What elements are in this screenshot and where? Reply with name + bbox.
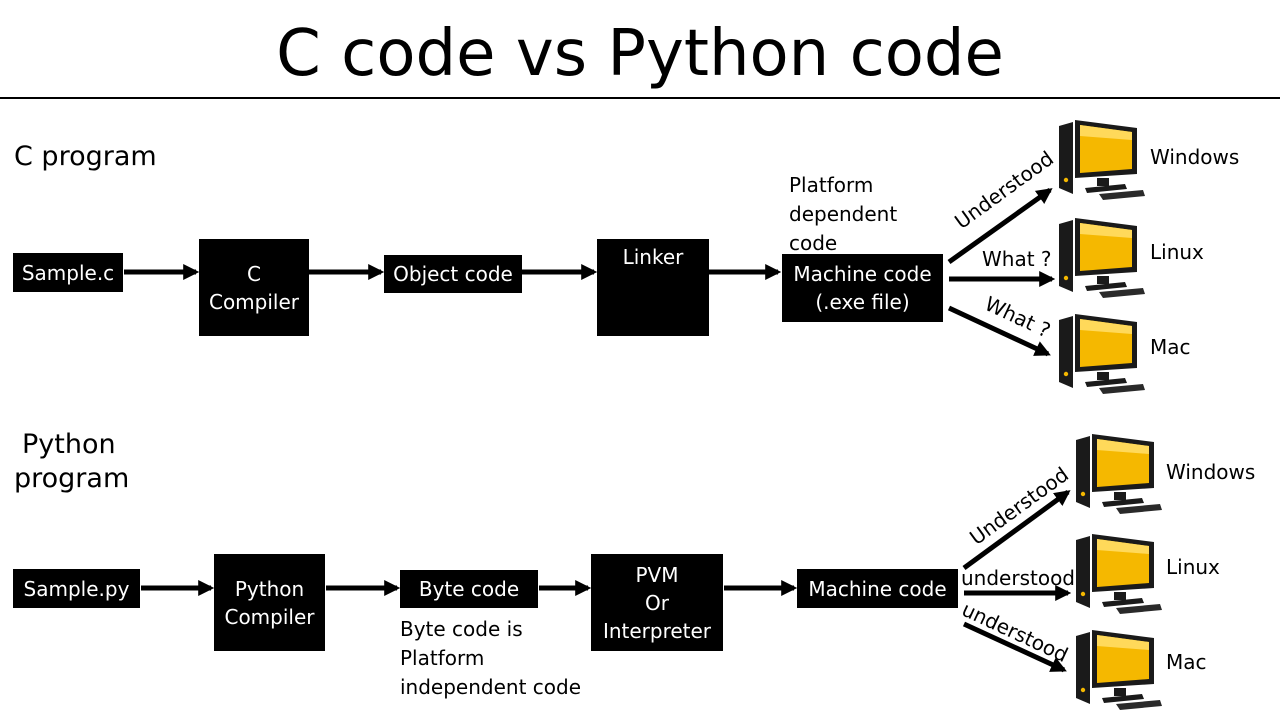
py-os-mac: Mac (1166, 650, 1207, 674)
linker-box: Linker (597, 239, 709, 336)
c-compiler-label-line1: C (247, 261, 261, 286)
c-program-label: C program (14, 141, 157, 172)
py-edge-label-linux: understood (961, 566, 1076, 590)
platform-independent-note-line2: Platform (400, 646, 485, 670)
computer-icon (1076, 434, 1162, 514)
py-os-linux: Linux (1166, 555, 1220, 579)
pvm-interpreter-box: PVM Or Interpreter (591, 554, 723, 651)
python-program-label-line1: Python (22, 429, 116, 460)
byte-code-label: Byte code (418, 577, 520, 601)
py-machine-code-label: Machine code (808, 576, 947, 601)
platform-independent-note: Byte code is Platform independent code (400, 615, 581, 702)
py-machine-code-box: Machine code (797, 569, 958, 608)
object-code-label: Object code (393, 262, 513, 286)
pvm-label-line3: Interpreter (602, 618, 712, 643)
pvm-label-line1: PVM (635, 562, 679, 587)
sample-c-label: Sample.c (21, 260, 115, 285)
c-edge-label-linux: What ? (982, 247, 1052, 271)
byte-code-box: Byte code (400, 570, 538, 608)
c-machine-code-box: Machine code (.exe file) (782, 254, 943, 322)
python-program-label-line2: program (14, 463, 130, 494)
sample-c-box: Sample.c (13, 253, 123, 292)
c-os-windows: Windows (1150, 145, 1240, 169)
python-compiler-label-line2: Compiler (224, 604, 315, 629)
computer-icon (1059, 218, 1145, 298)
platform-dependent-note: Platform dependent code (789, 171, 897, 258)
platform-dependent-note-line3: code (789, 231, 838, 255)
python-program-label: Python program (14, 428, 129, 496)
arrow-py-machine-to-mac (962, 621, 1067, 673)
py-os-windows: Windows (1166, 460, 1256, 484)
platform-independent-note-line3: independent code (400, 675, 582, 699)
title-divider (0, 97, 1280, 99)
c-os-linux: Linux (1150, 240, 1204, 264)
computer-icon (1059, 314, 1145, 394)
linker-label: Linker (622, 245, 684, 269)
platform-dependent-note-line2: dependent (789, 202, 898, 226)
computer-icon (1076, 630, 1162, 710)
platform-dependent-note-line1: Platform (789, 173, 874, 197)
c-os-mac: Mac (1150, 335, 1191, 359)
platform-independent-note-line1: Byte code is (400, 617, 523, 641)
c-machine-code-line1: Machine code (793, 262, 932, 286)
computer-icon (1059, 120, 1145, 200)
arrow-c-machine-to-windows (947, 187, 1053, 265)
arrow-c-machine-to-mac (947, 305, 1051, 357)
object-code-box: Object code (384, 255, 522, 293)
c-compiler-label-line2: Compiler (208, 289, 300, 314)
python-compiler-box: Python Compiler (214, 554, 325, 651)
python-compiler-label-line1: Python (234, 576, 305, 601)
arrow-py-machine-to-windows (962, 489, 1071, 571)
sample-py-label: Sample.py (23, 576, 130, 601)
c-machine-code-line2: (.exe file) (815, 290, 910, 314)
c-compiler-box: C Compiler (199, 239, 309, 336)
computer-icon (1076, 534, 1162, 614)
pvm-label-line2: Or (645, 590, 669, 615)
sample-py-box: Sample.py (13, 569, 140, 608)
page-title: C code vs Python code (276, 17, 1004, 91)
